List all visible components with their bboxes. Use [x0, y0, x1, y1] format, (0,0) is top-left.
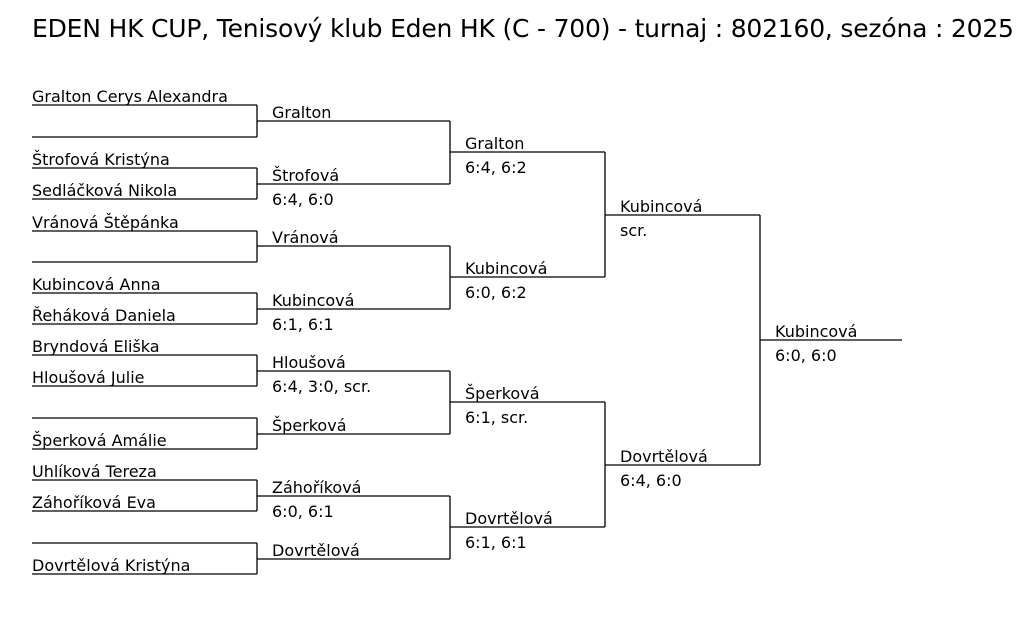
tournament-winner-name: Kubincová [775, 322, 858, 341]
match-winner-name: Vránová [272, 228, 339, 247]
match-winner-name: Záhoříková [272, 478, 362, 497]
match-winner-name: Gralton [465, 134, 525, 153]
match-winner-name: Dovrtělová [465, 509, 553, 528]
player-name: Sedláčková Nikola [32, 181, 178, 200]
player-name: Řeháková Daniela [32, 306, 176, 325]
player-name: Záhoříková Eva [32, 493, 156, 512]
player-name: Štrofová Kristýna [32, 150, 170, 169]
match-winner-name: Dovrtělová [620, 447, 708, 466]
player-name: Hloušová Julie [32, 368, 145, 387]
match-winner-name: Gralton [272, 103, 332, 122]
match-score: 6:4, 3:0, scr. [272, 377, 372, 396]
final-score: 6:0, 6:0 [775, 346, 837, 365]
player-name: Uhlíková Tereza [32, 462, 157, 481]
match-score: 6:1, scr. [465, 408, 529, 427]
match-winner-name: Kubincová [465, 259, 548, 278]
match-score: 6:1, 6:1 [465, 533, 527, 552]
match-winner-name: Kubincová [272, 291, 355, 310]
match-score: 6:4, 6:0 [272, 190, 334, 209]
player-name: Šperková Amálie [32, 431, 167, 450]
player-name: Kubincová Anna [32, 275, 161, 294]
match-score: 6:0, 6:1 [272, 502, 334, 521]
player-name: Gralton Cerys Alexandra [32, 87, 228, 106]
match-score: 6:4, 6:0 [620, 471, 682, 490]
match-winner-name: Šperková [272, 416, 347, 435]
match-winner-name: Dovrtělová [272, 541, 360, 560]
match-score: 6:0, 6:2 [465, 283, 527, 302]
match-winner-name: Kubincová [620, 197, 703, 216]
match-score: 6:4, 6:2 [465, 158, 527, 177]
match-winner-name: Šperková [465, 384, 540, 403]
match-score: scr. [620, 221, 648, 240]
player-name: Bryndová Eliška [32, 337, 160, 356]
page-title: EDEN HK CUP, Tenisový klub Eden HK (C - … [32, 14, 1014, 43]
player-name: Vránová Štěpánka [32, 213, 179, 232]
match-winner-name: Hloušová [272, 353, 346, 372]
match-score: 6:1, 6:1 [272, 315, 334, 334]
match-winner-name: Štrofová [272, 166, 340, 185]
player-name: Dovrtělová Kristýna [32, 556, 191, 575]
